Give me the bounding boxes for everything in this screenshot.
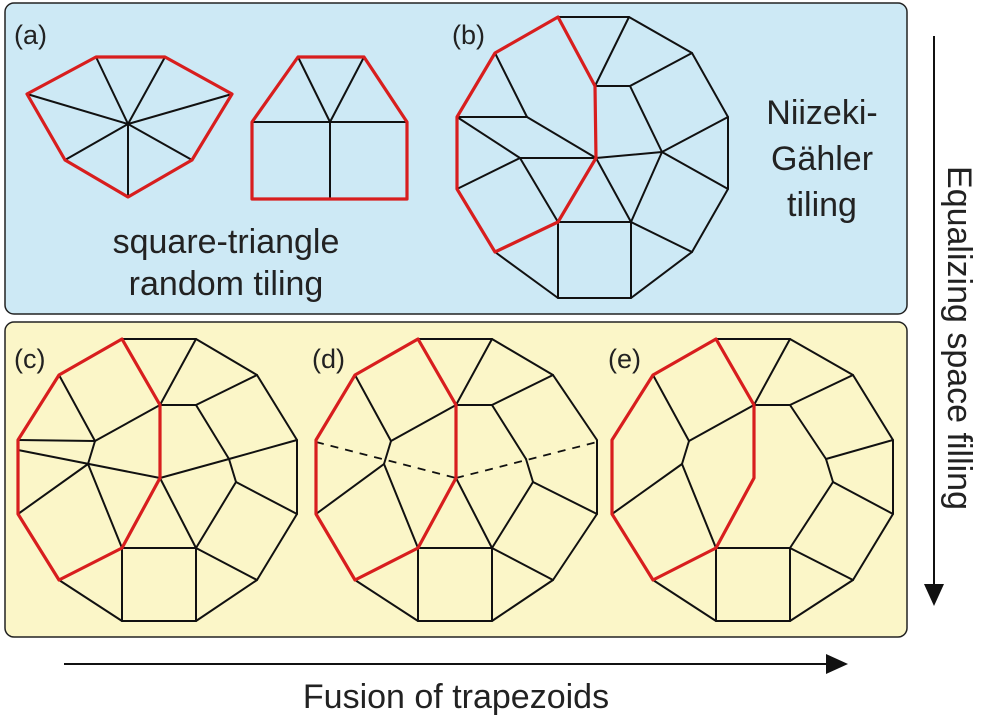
panel-c-label: (c) xyxy=(14,344,45,374)
panel-e-tiling xyxy=(610,337,894,622)
panel-d-tiling xyxy=(314,337,598,622)
caption-line1: square-triangle xyxy=(113,223,340,261)
tiling-name-line1: Niizeki- xyxy=(766,94,877,132)
equalizing-arrow xyxy=(924,36,944,606)
panel-c-tiling xyxy=(16,337,298,622)
tiling-name-line2: Gähler xyxy=(771,140,873,178)
caption-line2: random tiling xyxy=(129,265,324,303)
panel-a-label: (a) xyxy=(14,20,47,50)
panel-b-label: (b) xyxy=(452,20,485,50)
panel-b-tiling xyxy=(455,15,729,299)
panel-d-label: (d) xyxy=(312,344,345,374)
equalizing-label: Equalizing space filling xyxy=(940,166,978,510)
panel-a-house-tile xyxy=(250,55,409,201)
panel-a-shield-tile xyxy=(25,55,234,199)
fusion-arrow xyxy=(64,654,848,674)
tiling-name-line3: tiling xyxy=(787,186,857,224)
fusion-label: Fusion of trapezoids xyxy=(303,678,609,716)
panel-e-label: (e) xyxy=(608,344,641,374)
